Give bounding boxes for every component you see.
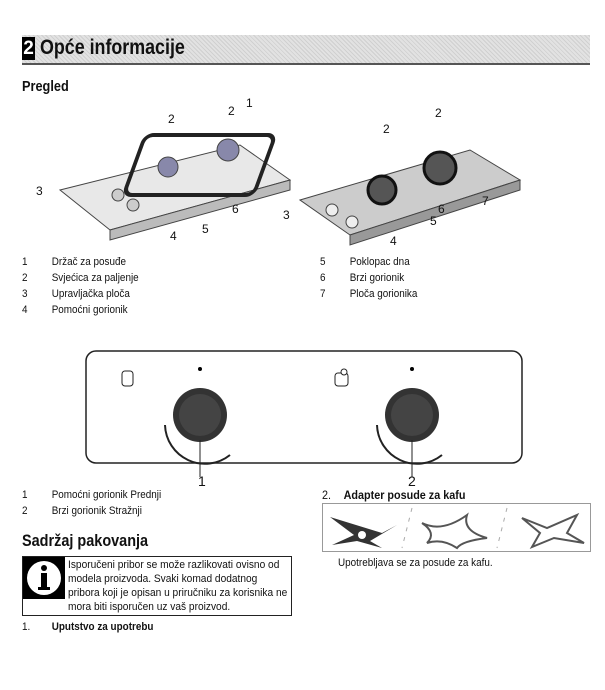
info-icon — [23, 557, 65, 599]
adapter-caption: Upotrebljava se za posude za kafu. — [338, 557, 493, 569]
knob-label-1: 1 — [198, 473, 206, 489]
section-title: Opće informacije — [40, 36, 185, 59]
callout: 6 — [438, 202, 445, 216]
hob-left — [58, 133, 292, 241]
info-text: Isporučeni pribor se može razlikovati ov… — [68, 559, 288, 613]
adapter-frame — [521, 512, 585, 550]
callout: 5 — [430, 214, 437, 228]
callout: 6 — [232, 202, 239, 216]
callout: 3 — [283, 208, 290, 222]
callout: 1 — [246, 96, 253, 110]
callout: 2 — [168, 112, 175, 126]
callout: 5 — [202, 222, 209, 236]
info-box — [22, 556, 292, 616]
adapter-solid — [330, 517, 397, 548]
package-item-1: 1.Uputstvo za upotrebu — [22, 621, 154, 633]
section-header-bar — [22, 35, 590, 65]
hob-illustrations: 1 2 2 3 4 5 6 2 2 3 4 5 6 7 — [36, 96, 522, 248]
callout: 7 — [482, 194, 489, 208]
coffee-adapter-images — [322, 503, 591, 552]
package-title: Sadržaj pakovanja — [22, 531, 149, 550]
callout: 4 — [170, 229, 177, 243]
knob-label-2: 2 — [408, 473, 416, 489]
callout: 3 — [36, 184, 43, 198]
adapter-wire — [421, 512, 488, 550]
control-panel-diagram — [85, 350, 523, 477]
callout: 2 — [383, 122, 390, 136]
callout: 2 — [435, 106, 442, 120]
overview-title: Pregled — [22, 78, 69, 95]
callout: 2 — [228, 104, 235, 118]
hob-right — [298, 149, 522, 246]
knob-rear — [334, 367, 443, 477]
callout: 4 — [390, 234, 397, 248]
section-number: 2 — [22, 37, 35, 60]
knob-front — [121, 367, 231, 477]
package-item-2: 2.Adapter posude za kafu — [322, 488, 466, 502]
